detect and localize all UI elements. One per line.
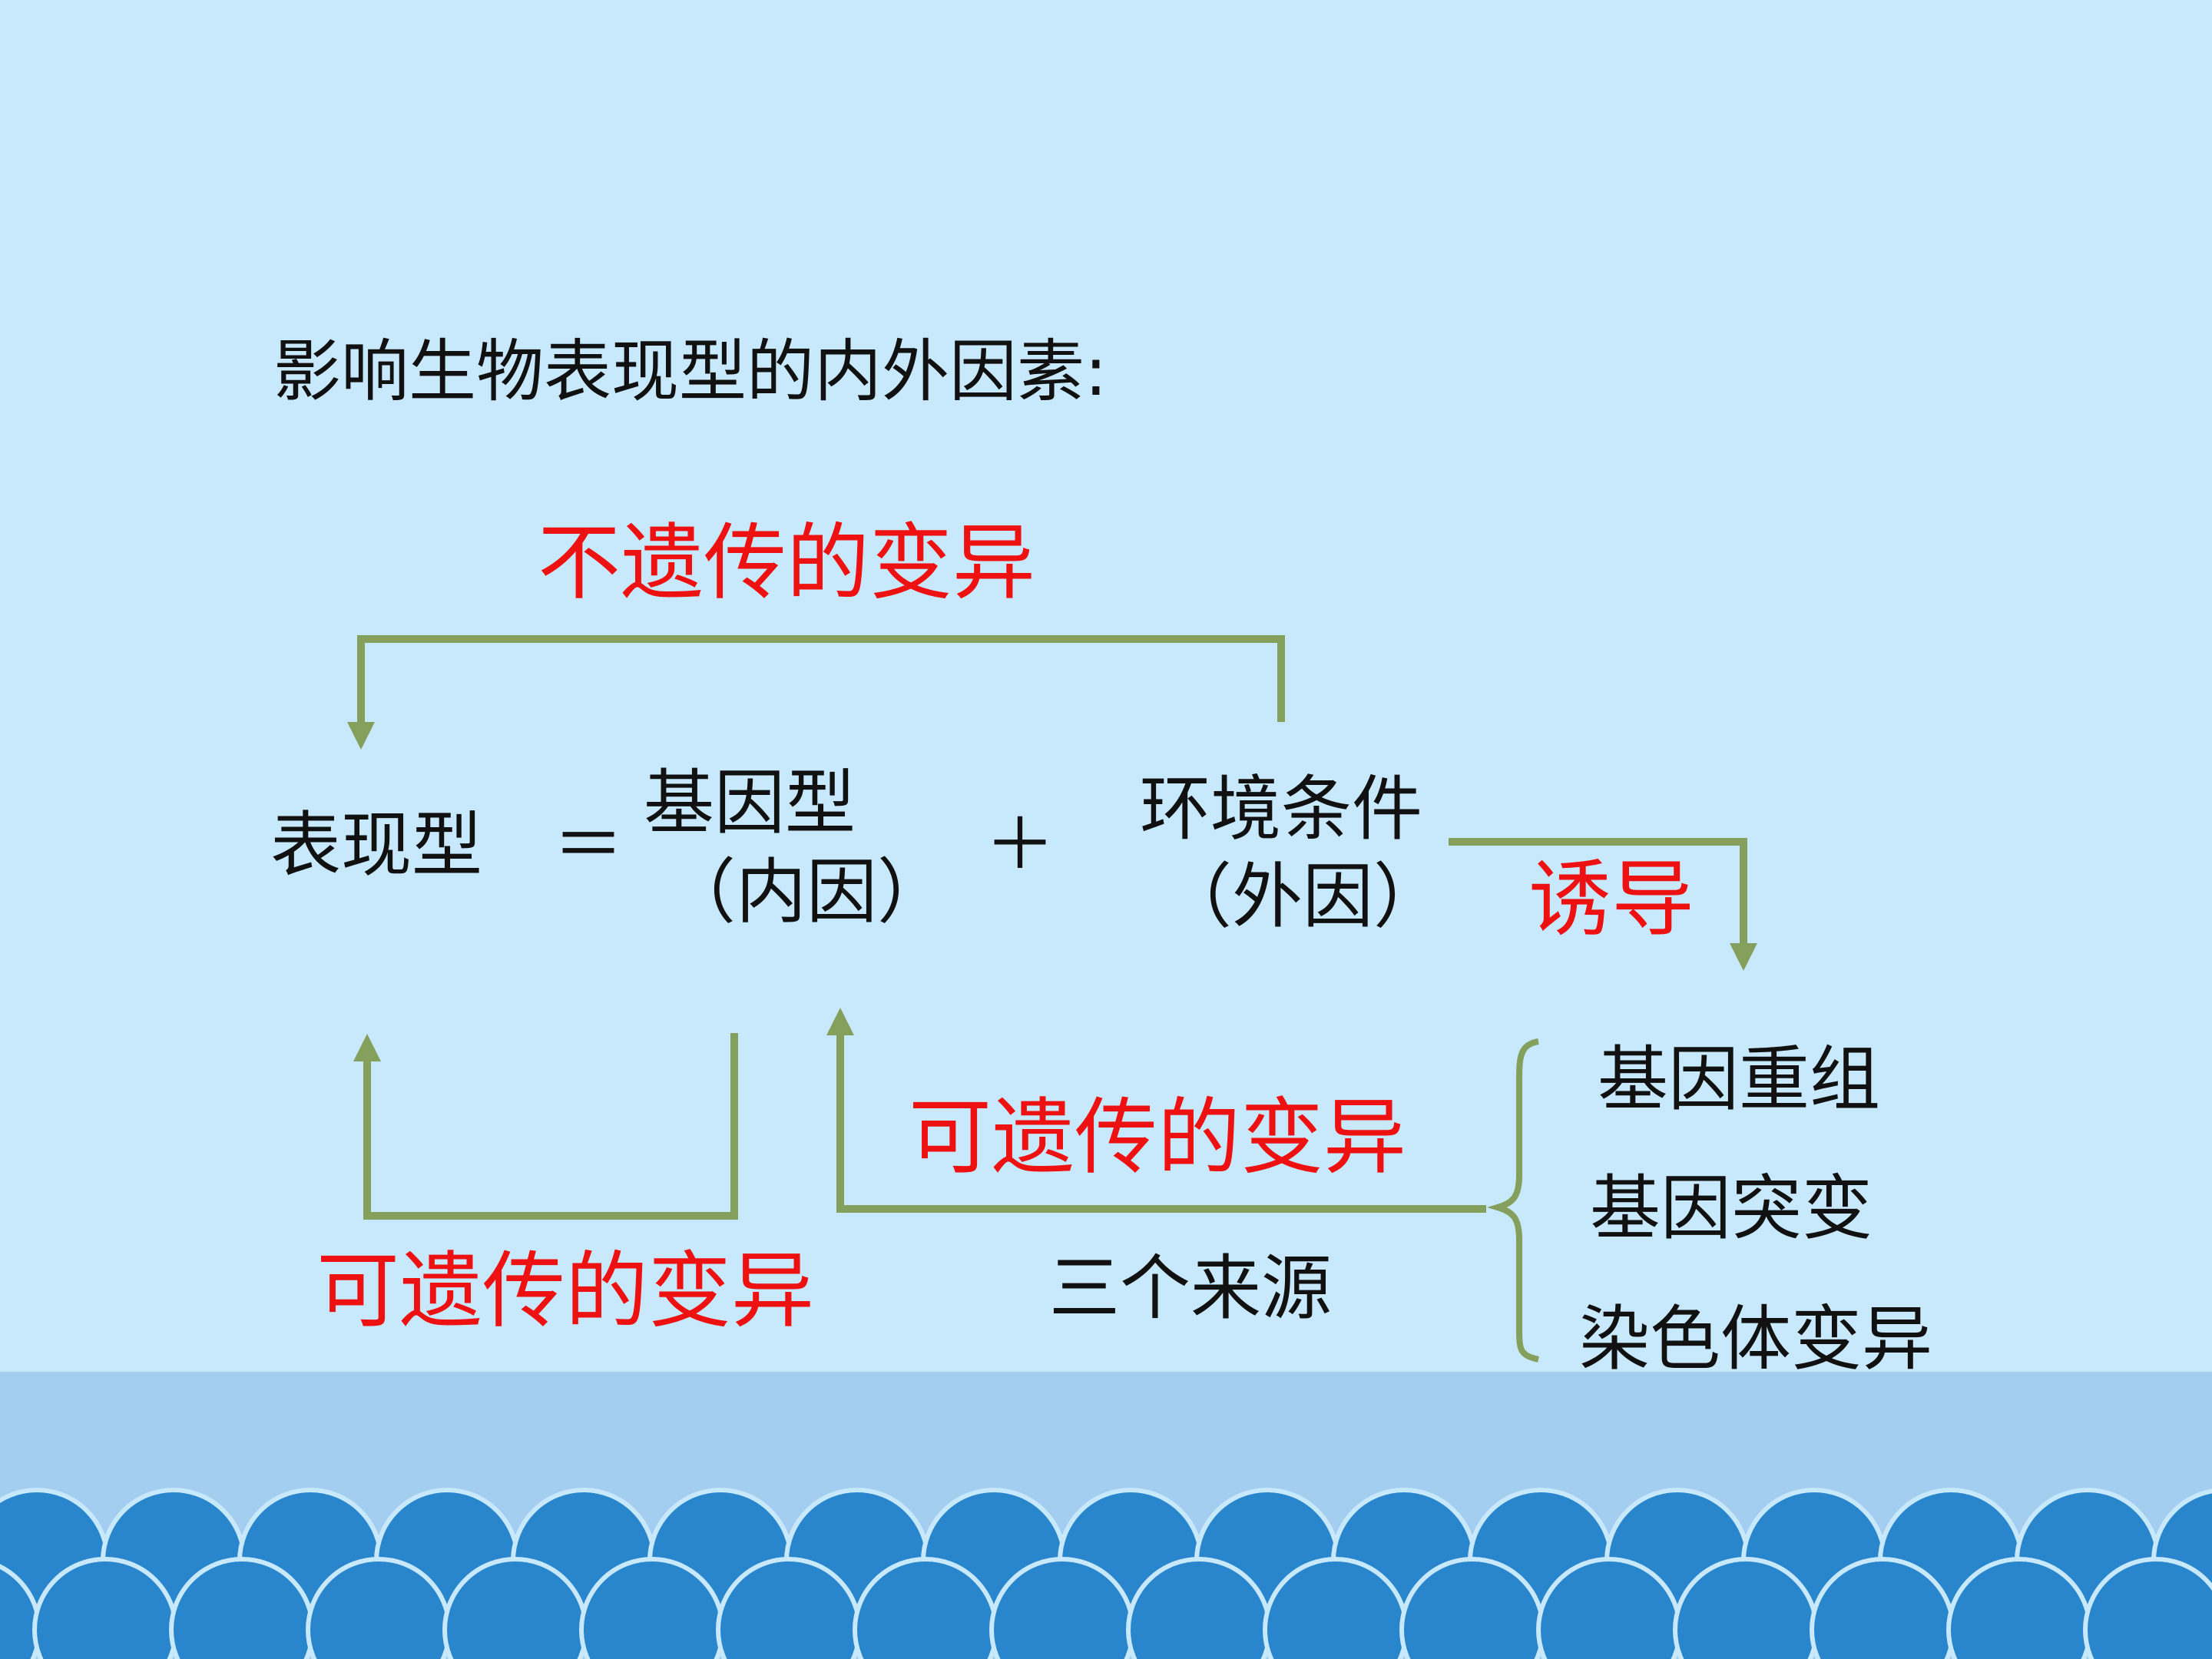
non-heritable-arrowhead bbox=[347, 722, 375, 750]
non-heritable-arrow-line bbox=[357, 635, 1285, 722]
induce-arrow-line bbox=[1449, 838, 1747, 943]
equals-sign: ＝ bbox=[553, 804, 624, 886]
source-item-mutation: 基因突变 bbox=[1590, 1167, 1873, 1250]
heritable-right-arrowhead bbox=[826, 1008, 854, 1035]
non-heritable-label: 不遗传的变异 bbox=[538, 515, 1036, 611]
plus-sign: ＋ bbox=[985, 803, 1056, 886]
induce-arrowhead bbox=[1730, 943, 1757, 971]
phenotype-term: 表现型 bbox=[270, 804, 483, 886]
genotype-term: 基因型 bbox=[644, 762, 856, 844]
heritable-left-label: 可遗传的变异 bbox=[316, 1243, 815, 1339]
heritable-right-arrow-line bbox=[836, 1034, 1486, 1213]
three-sources-label: 三个来源 bbox=[1049, 1247, 1333, 1330]
genotype-note: （内因） bbox=[665, 851, 949, 933]
source-item-recombination: 基因重组 bbox=[1598, 1038, 1881, 1121]
environment-note: （外因） bbox=[1161, 856, 1445, 938]
heritable-left-arrowhead bbox=[353, 1034, 381, 1061]
induce-label: 诱导 bbox=[1528, 852, 1695, 948]
wave-pattern bbox=[0, 1488, 2212, 1659]
environment-term: 环境条件 bbox=[1140, 768, 1423, 850]
slide-heading: 影响生物表现型的内外因素: bbox=[273, 332, 1108, 411]
heritable-left-arrow-line bbox=[363, 1033, 738, 1220]
source-item-chromosome: 染色体变异 bbox=[1579, 1298, 1933, 1380]
wave-dome bbox=[2083, 1557, 2212, 1659]
sources-brace bbox=[1487, 1038, 1539, 1363]
heritable-right-label: 可遗传的变异 bbox=[909, 1090, 1407, 1186]
